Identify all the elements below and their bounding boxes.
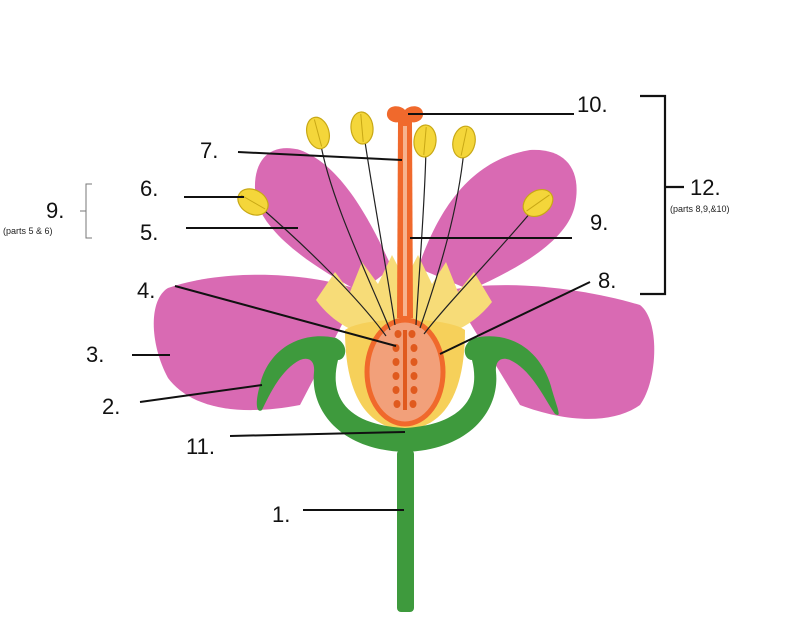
leader-4 [174, 285, 397, 347]
stem [397, 450, 414, 612]
petals [153, 148, 655, 419]
petal-left [153, 274, 360, 411]
label-9-stamen: 9. [46, 198, 64, 223]
label-7: 7. [200, 138, 218, 163]
label-2: 2. [102, 394, 120, 419]
anther-6 [522, 188, 554, 218]
anther-4 [413, 124, 437, 158]
petal-upper-left [254, 148, 392, 292]
label-3: 3. [86, 342, 104, 367]
stigma [386, 106, 424, 123]
leader-7 [237, 151, 403, 161]
leader-8 [439, 281, 591, 355]
label-11: 11. [186, 434, 215, 459]
style-highlight [403, 126, 407, 316]
pistil [364, 106, 446, 427]
label-6: 6. [140, 176, 158, 201]
anthers [237, 111, 554, 218]
label-1: 1. [272, 502, 290, 527]
filaments [257, 134, 537, 337]
anther-5 [452, 125, 476, 159]
label-12: 12. [690, 175, 721, 200]
label-4: 4. [137, 278, 155, 303]
ovules [392, 330, 418, 410]
label-9-style: 9. [590, 210, 608, 235]
petal-right [450, 285, 655, 419]
label-5: 5. [140, 220, 158, 245]
anther-1 [237, 188, 269, 216]
note-stamen-parts: (parts 5 & 6) [3, 226, 53, 236]
anther-3 [350, 111, 374, 145]
anther-2 [305, 116, 331, 150]
petal-upper-right [418, 149, 577, 290]
sepals [256, 336, 559, 452]
bracket-stamen [80, 183, 92, 239]
bracket-pistil [640, 94, 684, 296]
note-pistil-parts: (parts 8,9,&10) [670, 204, 730, 214]
label-10: 10. [577, 92, 608, 117]
leader-lines [132, 113, 591, 511]
labels: 10. 7. 6. 5. 9. (parts 5 & 6) 9. 12. (pa… [3, 92, 730, 527]
sepal-cup [256, 336, 559, 452]
leader-2 [139, 384, 263, 403]
label-8: 8. [598, 268, 616, 293]
leader-11 [229, 431, 406, 437]
